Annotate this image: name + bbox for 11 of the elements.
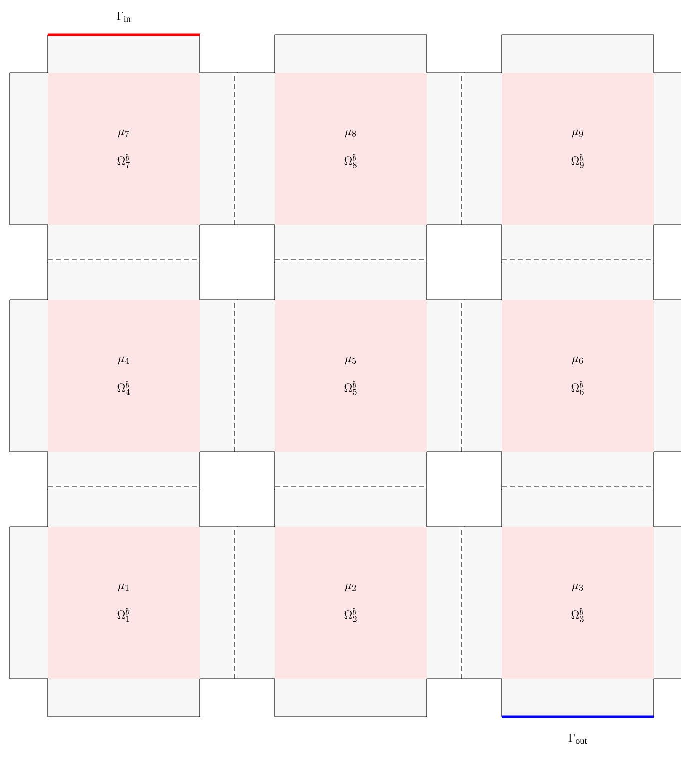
subdomain-square: $\mu_8$ $\Omega_8^b$ [275, 73, 427, 225]
subdomain-square: $\mu_6$ $\Omega_6^b$ [502, 300, 654, 452]
boundary-label: $\Gamma_{\mathrm{out}}$ [568, 734, 588, 744]
subdomain-square: $\mu_4$ $\Omega_4^b$ [48, 300, 200, 452]
subdomain-square: $\mu_9$ $\Omega_9^b$ [502, 73, 654, 225]
subdomain-square: $\mu_5$ $\Omega_5^b$ [275, 300, 427, 452]
boundary-label: $\Gamma_{\mathrm{in}}$ [117, 12, 131, 22]
subdomain-square: $\mu_1$ $\Omega_1^b$ [48, 527, 200, 679]
subdomain-square: $\mu_7$ $\Omega_7^b$ [48, 73, 200, 225]
subdomain-square: $\mu_2$ $\Omega_2^b$ [275, 527, 427, 679]
subdomain-square: $\mu_3$ $\Omega_3^b$ [502, 527, 654, 679]
